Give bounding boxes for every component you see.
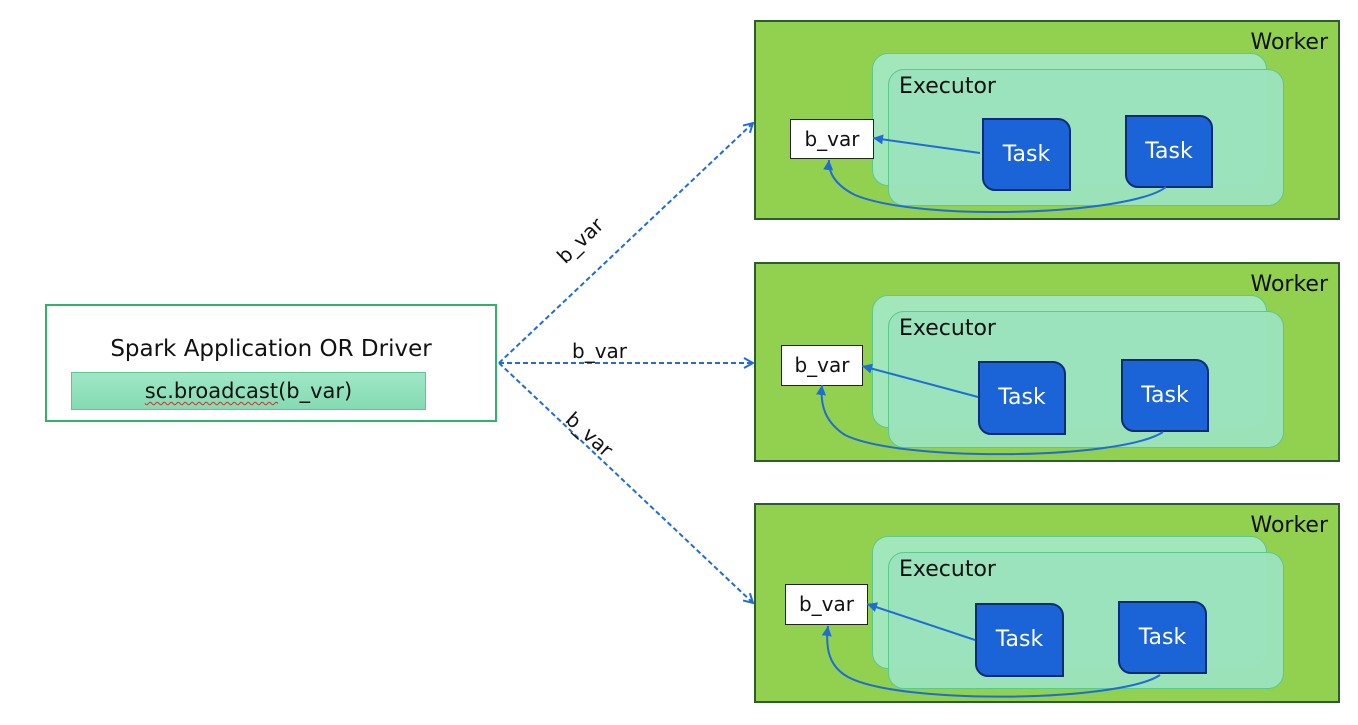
task-2: Task — [1121, 359, 1209, 432]
worker-label: Worker — [1250, 30, 1328, 55]
worker-1: Worker Executor b_var Task Task — [754, 20, 1340, 220]
task-1: Task — [975, 603, 1064, 677]
broadcast-variable: b_var — [790, 119, 874, 159]
broadcast-variable: b_var — [781, 345, 863, 386]
executor: Executor — [888, 552, 1284, 689]
worker-2: Worker Executor b_var Task Task — [754, 262, 1340, 462]
driver-title: Spark Application OR Driver — [110, 336, 432, 362]
broadcast-call-box: sc.broadcast(b_var) — [71, 372, 426, 410]
task-1-read-arrow — [872, 134, 981, 154]
task-1-read-arrow — [861, 363, 979, 398]
executor-label: Executor — [899, 557, 996, 582]
broadcast-call-function: sc.broadcast — [144, 379, 279, 403]
executor: Executor — [888, 69, 1284, 206]
task-2-read-arrow — [821, 625, 1161, 698]
broadcast-arrow-3 — [498, 362, 753, 603]
driver-box: Spark Application OR Driver sc.broadcast… — [45, 304, 497, 422]
task-2-read-arrow — [823, 159, 1167, 213]
task-2-read-arrow — [816, 384, 1164, 456]
task-1-read-arrow — [866, 602, 976, 641]
broadcast-call-argument: (b_var) — [278, 379, 353, 403]
executor: Executor — [888, 311, 1284, 448]
broadcast-arrow-1 — [498, 123, 753, 364]
worker-3: Worker Executor b_var Task Task — [754, 503, 1340, 703]
task-2: Task — [1118, 601, 1207, 674]
task-1: Task — [978, 361, 1066, 435]
broadcast-variable: b_var — [785, 584, 868, 625]
worker-label: Worker — [1250, 272, 1328, 297]
executor-label: Executor — [899, 316, 996, 341]
executor-label: Executor — [899, 74, 996, 99]
task-2: Task — [1125, 115, 1213, 188]
task-1: Task — [982, 118, 1071, 191]
worker-label: Worker — [1250, 513, 1328, 538]
arrow-label-worker-2: b_var — [572, 339, 628, 363]
